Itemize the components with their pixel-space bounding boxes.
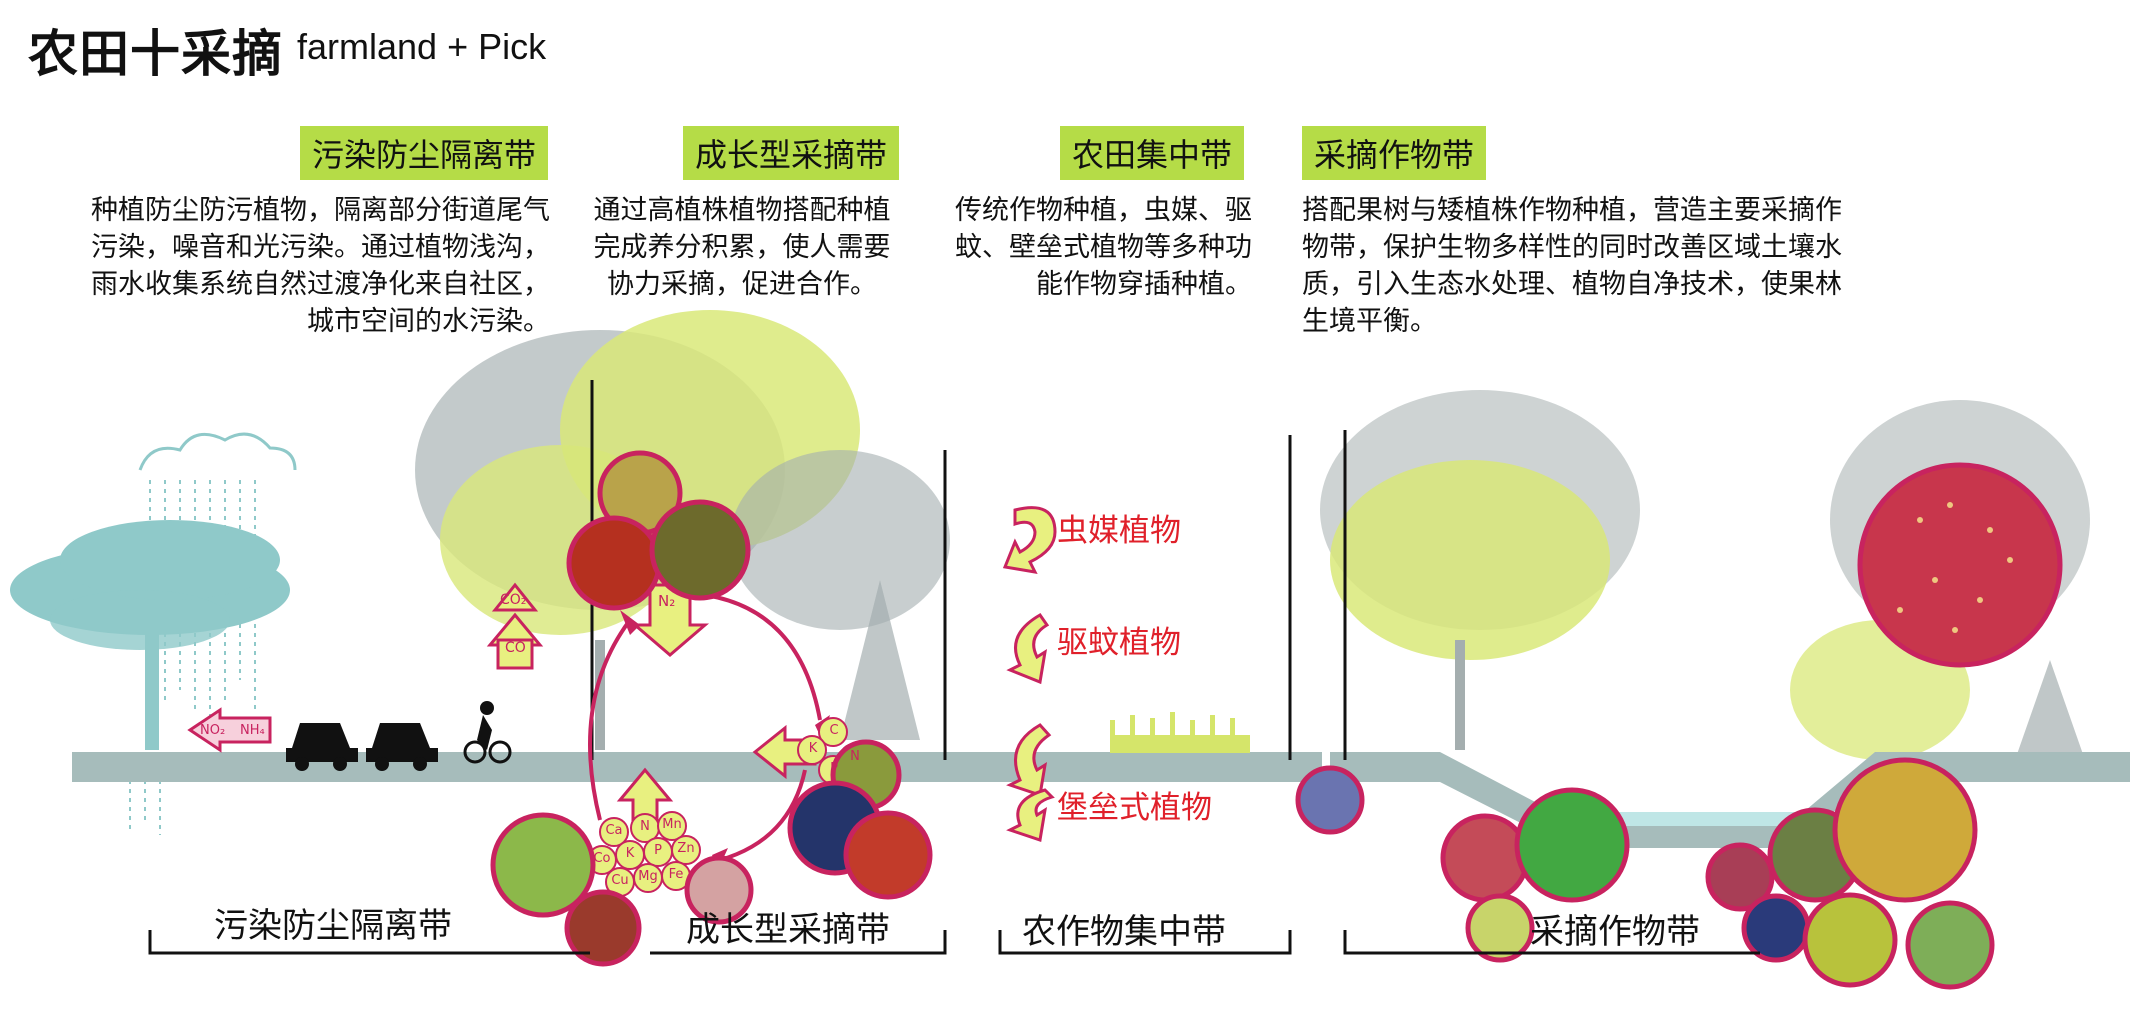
- nutrient-label: Cu: [611, 873, 629, 888]
- desc-line: 雨水收集系统自然过渡净化来自社区，: [91, 269, 550, 300]
- nutrient-label: K: [625, 846, 635, 861]
- cycle-arrows: [588, 593, 822, 862]
- page-title-cn: 农田十采摘: [28, 25, 283, 83]
- desc-line: 城市空间的水污染。: [307, 306, 550, 337]
- n2-label: N₂: [658, 592, 676, 610]
- nutrient-label: Co: [593, 851, 611, 866]
- co-label: CO: [505, 640, 526, 656]
- co2-label: CO₂: [500, 592, 527, 608]
- nutrient-label: Zn: [677, 841, 695, 856]
- zone-desc-pollution: 种植防尘防污植物，隔离部分街道尾气 污染，噪音和光污染。通过植物浅沟， 雨水收集…: [40, 192, 550, 340]
- desc-line: 完成养分积累，使人需要: [593, 232, 891, 263]
- cyclist-icon: [463, 701, 512, 764]
- nh4-label: NH₄: [240, 723, 265, 738]
- kcpn-label: K: [808, 741, 818, 756]
- desc-line: 种植防尘防污植物，隔离部分街道尾气: [91, 195, 550, 226]
- mosquito-plant-arrow-icon: [1006, 613, 1050, 685]
- desc-line: 传统作物种植，虫媒、驱: [955, 195, 1252, 226]
- strawberry-seeds: [1897, 502, 2013, 633]
- bottom-label-picking: 采摘作物带: [1530, 912, 1700, 952]
- nutrient-label: N: [640, 819, 650, 834]
- kcpn-label: N: [850, 749, 860, 764]
- plant-type-arrows: [1002, 506, 1057, 842]
- nutrient-label: Ca: [605, 823, 623, 838]
- no2-label: NO₂: [200, 723, 226, 738]
- car-icon: [286, 723, 438, 771]
- zone-tag-farmland: 农田集中带: [1060, 126, 1245, 180]
- kcpn-label: P: [830, 761, 838, 776]
- zone-desc-growth: 通过高植株植物搭配种植 完成养分积累，使人需要 协力采摘，促进合作。: [572, 192, 912, 303]
- plant-photo-circles: [490, 450, 2063, 990]
- nutrient-label: Mg: [638, 869, 658, 884]
- nutrient-label: P: [654, 843, 662, 858]
- zone-tag-picking: 采摘作物带: [1302, 126, 1487, 180]
- zone-desc-farmland: 传统作物种植，虫媒、驱 蚊、壁垒式植物等多种功 能作物穿插种植。: [922, 192, 1252, 303]
- desc-line: 协力采摘，促进合作。: [607, 269, 877, 300]
- plant-label-mosquito: 驱蚊植物: [1057, 625, 1181, 661]
- nutrient-label: Fe: [668, 867, 684, 882]
- pollutant-left-arrow-icon: [187, 707, 272, 753]
- desc-line: 搭配果树与矮植株作物种植，营造主要采摘作: [1302, 195, 1842, 226]
- co2-arrow-icon: [486, 582, 544, 670]
- desc-line: 能作物穿插种植。: [1036, 269, 1252, 300]
- desc-line: 污染，噪音和光污染。通过植物浅沟，: [91, 232, 550, 263]
- bottom-label-crops: 农作物集中带: [1022, 912, 1226, 952]
- zone-desc-picking: 搭配果树与矮植株作物种植，营造主要采摘作 物带，保护生物多样性的同时改善区域土壤…: [1302, 192, 1902, 340]
- plant-label-insect: 虫媒植物: [1057, 513, 1181, 549]
- plant-label-fortress: 堡垒式植物: [1057, 790, 1212, 826]
- insect-plant-arrow-icon: [1002, 506, 1057, 574]
- desc-line: 物带，保护生物多样性的同时改善区域土壤水: [1302, 232, 1842, 263]
- page-title-en: farmland + Pick: [297, 26, 547, 67]
- kcpn-label: C: [829, 723, 839, 738]
- cloud-icon: [129, 432, 297, 835]
- bottom-label-growth: 成长型采摘带: [686, 910, 890, 950]
- zone-tag-growth: 成长型采摘带: [683, 126, 900, 180]
- desc-line: 生境平衡。: [1302, 306, 1437, 337]
- desc-line: 通过高植株植物搭配种植: [593, 195, 891, 226]
- nutrient-label: Mn: [662, 817, 682, 832]
- nutrient-up-arrow-icon: [616, 767, 674, 832]
- zone-tag-pollution: 污染防尘隔离带: [300, 126, 549, 180]
- desc-line: 蚊、壁垒式植物等多种功: [955, 232, 1252, 263]
- desc-line: 质，引入生态水处理、植物自净技术，使果林: [1302, 269, 1842, 300]
- crop-field: [1110, 712, 1250, 753]
- zone-brackets: [148, 930, 1760, 955]
- bottom-label-pollution: 污染防尘隔离带: [214, 906, 452, 946]
